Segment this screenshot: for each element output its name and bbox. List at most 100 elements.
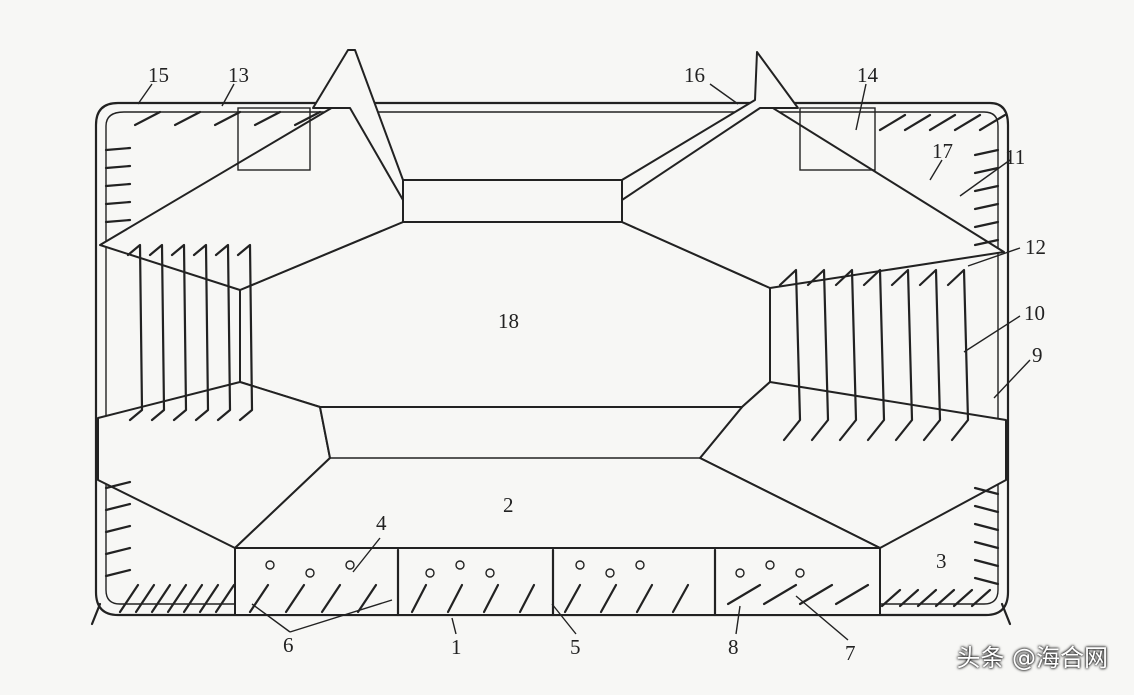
label-15: 15 [148, 63, 169, 87]
stiffener [518, 583, 536, 614]
double-bottom [234, 547, 881, 616]
stiffener [928, 113, 957, 132]
stiffener [104, 164, 132, 170]
label-18: 18 [498, 309, 519, 333]
stiffener [635, 583, 654, 614]
corrugation-left [126, 243, 144, 422]
stiffener [104, 182, 132, 188]
stiffener [104, 218, 132, 224]
lightening-hole [485, 568, 495, 578]
stiffener [671, 583, 690, 614]
stiffener [880, 588, 902, 608]
label-9: 9 [1032, 343, 1043, 367]
watermark: 头条 @海合网 [956, 644, 1108, 672]
stiffener [482, 583, 500, 614]
keel-left [90, 602, 102, 626]
stiffener [182, 583, 204, 614]
stiffener [104, 200, 132, 206]
lightening-holes [265, 560, 805, 578]
stiffener [173, 110, 202, 127]
lightening-hole [635, 560, 645, 570]
stiffener [118, 583, 140, 614]
stiffener [953, 113, 982, 132]
corrugation-right [806, 268, 830, 442]
label-6: 6 [283, 633, 294, 657]
stiffener [973, 576, 1000, 586]
stiffener [834, 583, 870, 606]
top-plate [402, 179, 623, 223]
stiffener [104, 502, 132, 512]
stiffener [973, 504, 1000, 514]
stiffener [134, 583, 156, 614]
stiffener [762, 583, 798, 606]
leader-lines [137, 83, 1031, 641]
label-2: 2 [503, 493, 514, 517]
stiffener [973, 522, 1000, 532]
corrugation-left [170, 243, 188, 422]
stiffener [978, 113, 1007, 132]
stiffener [952, 588, 974, 608]
stiffener [133, 110, 162, 127]
inner-hull [105, 111, 999, 605]
lightening-hole [795, 568, 805, 578]
stiffener [253, 110, 282, 127]
lightening-hole [265, 560, 275, 570]
label-1: 1 [451, 635, 462, 659]
stiffener [973, 220, 1000, 229]
stiffener [973, 202, 1000, 211]
label-10: 10 [1024, 301, 1045, 325]
lightening-hole [605, 568, 615, 578]
label-11: 11 [1005, 145, 1025, 169]
stiffener [356, 583, 378, 614]
stiffener [903, 113, 932, 132]
stiffener [599, 583, 618, 614]
keel-right [1000, 602, 1012, 626]
lightening-hole [345, 560, 355, 570]
stiffener [726, 583, 762, 606]
stiffener [446, 583, 464, 614]
stiffener [214, 583, 236, 614]
corrugation-right [946, 268, 970, 442]
corrugation-right [890, 268, 914, 442]
stiffener [973, 148, 1000, 157]
stiffener [104, 146, 132, 152]
right-top-post [621, 51, 799, 201]
stiffener-group [104, 110, 1007, 614]
label-3: 3 [936, 549, 947, 573]
corrugated-bulkheads [126, 243, 970, 442]
stiffener [973, 558, 1000, 568]
stiffener [293, 110, 322, 127]
stiffener [563, 583, 582, 614]
lightening-hole [425, 568, 435, 578]
stiffener [970, 588, 992, 608]
stiffener [410, 583, 428, 614]
right-top-box [799, 107, 876, 171]
corrugation-right [862, 268, 886, 442]
corrugation-right [834, 268, 858, 442]
stiffener [878, 113, 907, 132]
corrugation-left [192, 243, 210, 422]
left-top-post [312, 49, 404, 201]
stiffener [104, 524, 132, 534]
label-13: 13 [228, 63, 249, 87]
label-4: 4 [376, 511, 387, 535]
stiffener [198, 583, 220, 614]
corrugation-left [148, 243, 166, 422]
stiffener [320, 583, 342, 614]
stiffener [798, 583, 834, 606]
lightening-hole [455, 560, 465, 570]
stiffener [248, 583, 270, 614]
corrugation-left [236, 243, 254, 422]
label-12: 12 [1025, 235, 1046, 259]
stiffener [934, 588, 956, 608]
corrugation-left [214, 243, 232, 422]
stiffener [973, 540, 1000, 550]
lightening-hole [765, 560, 775, 570]
stiffener [104, 568, 132, 578]
label-16: 16 [684, 63, 705, 87]
lightening-hole [305, 568, 315, 578]
stiffener [973, 238, 1000, 247]
stiffener [973, 184, 1000, 193]
stiffener [166, 583, 188, 614]
